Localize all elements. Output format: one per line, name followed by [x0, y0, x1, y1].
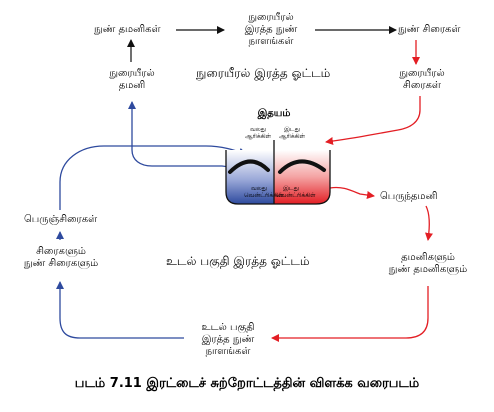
label-line: தமனி: [118, 80, 146, 91]
label-arteries-arterioles: தமனிகளும் நுண் தமனிகளும்: [386, 252, 470, 276]
label-line: நுரையீரல்: [109, 68, 155, 79]
label-line: சிரைகளும்: [36, 246, 86, 257]
right-valve: [228, 159, 270, 174]
label-line: இடது: [284, 126, 300, 133]
arrow-vena-cava-to-right-atrium: [59, 145, 247, 210]
label-line: நுண் சிரைகளும்: [23, 258, 99, 269]
label-line: நுரையீரல்: [248, 12, 294, 23]
label-right-atrium: வலது ஆரிக்கிள்: [244, 126, 272, 140]
label-line: ஆரிக்கிள்: [278, 133, 306, 140]
label-aorta: பெருந்தமனி: [380, 191, 438, 202]
label-line: இடது: [283, 185, 299, 192]
label-vena-cava: பெருஞ்சிரைகள்: [24, 214, 98, 225]
label-line: நுண் தமனிகளும்: [388, 264, 468, 275]
label-line: நுரையீரல்: [399, 68, 445, 79]
label-left-atrium: இடது ஆரிக்கிள்: [278, 126, 306, 140]
label-line: நாளங்கள்: [205, 346, 251, 357]
label-line: உடல் பகுதி: [201, 322, 255, 333]
label-line: இரத்த நுண்: [244, 24, 298, 35]
heart-diagram: [225, 140, 331, 205]
arrow-pulmonary-veins-to-left-atrium: [325, 96, 421, 145]
label-line: வலது: [250, 126, 266, 133]
arrow-aorta-to-arteries: [425, 205, 433, 241]
label-line: நாளங்கள்: [248, 36, 294, 47]
label-line: வென்ட்ரிக்கிள்: [244, 192, 284, 199]
left-valve: [278, 159, 326, 174]
label-pulmonary-venules: நுண் சிரைகள்: [398, 24, 461, 35]
label-pulmonary-artery: நுரையீரல் தமனி: [104, 68, 160, 92]
heart-title: இதயம்: [257, 108, 291, 119]
region-pulmonary-circulation: நுரையீரல் இரத்த ஓட்டம்: [196, 66, 331, 80]
figure-caption: படம் 7.11 இரட்டைச் சுற்றோட்டத்தின் விளக்…: [74, 376, 420, 391]
heart-outline: [225, 150, 331, 205]
label-line: வென்ட்ரிக்கிள்: [276, 192, 316, 199]
label-pulmonary-arterioles: நுண் தமனிகள்: [94, 24, 161, 35]
arrow-left-ventricle-to-aorta: [329, 186, 375, 199]
label-veins-venules: சிரைகளும் நுண் சிரைகளும்: [20, 246, 102, 270]
region-systemic-circulation: உடல் பகுதி இரத்த ஓட்டம்: [166, 254, 310, 268]
label-line: இரத்த நுண்: [201, 334, 255, 345]
label-pulmonary-capillaries: நுரையீரல் இரத்த நுண் நாளங்கள்: [228, 12, 314, 48]
arrow-arteries-to-body-capillaries: [271, 286, 429, 342]
label-line: தமனிகளும்: [401, 252, 455, 263]
label-left-ventricle: இடது வென்ட்ரிக்கிள்: [276, 185, 316, 199]
label-body-capillaries: உடல் பகுதி இரத்த நுண் நாளங்கள்: [186, 322, 270, 358]
arrow-body-capillaries-to-veins: [56, 281, 184, 339]
label-line: ஆரிக்கிள்: [244, 133, 272, 140]
label-pulmonary-veins: நுரையீரல் சிரைகள்: [394, 68, 450, 92]
label-line: வலது: [251, 185, 267, 192]
label-line: சிரைகள்: [403, 80, 441, 91]
label-right-ventricle: வலது வென்ட்ரிக்கிள்: [244, 185, 284, 199]
